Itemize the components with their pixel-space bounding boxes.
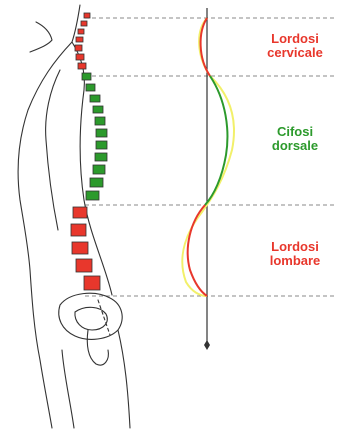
vertebra [95, 153, 107, 161]
vertebra [86, 84, 95, 91]
vertebra [75, 45, 82, 51]
label-dorsal-line2: dorsale [240, 139, 337, 153]
plumb-line-tip [204, 340, 210, 350]
label-cervical-line1: Lordosi [240, 32, 337, 46]
vertebra [82, 73, 91, 80]
vertebra [90, 178, 103, 187]
cervical-lordosis-curve [201, 18, 210, 76]
label-lumbar-line1: Lordosi [240, 240, 337, 254]
vertebra [93, 165, 105, 174]
vertebra [73, 207, 87, 218]
vertebra [96, 141, 107, 149]
pelvis-outline [59, 293, 122, 339]
vertebra [86, 191, 99, 200]
neck-back-outline [72, 5, 80, 42]
vertebra [81, 21, 87, 26]
label-lumbar-line2: lombare [240, 254, 337, 268]
vertebra [76, 259, 92, 272]
vertebra [90, 95, 100, 102]
vertebra [76, 37, 83, 42]
leg-front-outline [118, 330, 130, 428]
vertebra [71, 224, 86, 236]
label-cervical-line2: cervicale [240, 46, 337, 60]
hip-line [98, 300, 110, 335]
vertebra [72, 242, 88, 254]
label-cervical-lordosis: Lordosi cervicale [240, 32, 337, 60]
vertebra [78, 63, 86, 69]
vertebra [93, 106, 103, 113]
vertebra [78, 29, 84, 34]
head-outline [30, 22, 52, 52]
leg-back-outline [62, 350, 74, 428]
pelvis-inner-outline [75, 307, 107, 330]
label-lumbar-lordosis: Lordosi lombare [240, 240, 337, 268]
vertebra [84, 13, 90, 18]
vertebra [84, 276, 100, 290]
vertebra [96, 129, 107, 137]
vertebrae [71, 13, 107, 290]
arm-outline [46, 70, 60, 230]
vertebra [76, 54, 84, 60]
femur-outline [87, 330, 108, 365]
label-dorsal-line1: Cifosi [240, 125, 337, 139]
label-dorsal-kyphosis: Cifosi dorsale [240, 125, 337, 153]
vertebra [95, 117, 105, 125]
